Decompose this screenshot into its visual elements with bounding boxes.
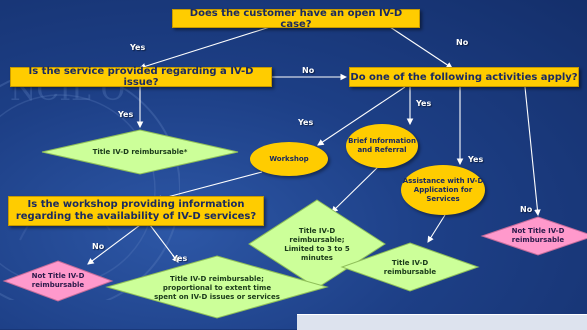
edge-line [331, 164, 381, 213]
decision-diamond-assist-reimbursable [340, 242, 480, 292]
edge-label-no: No [456, 38, 469, 47]
edge-line [87, 224, 141, 265]
edge-line [317, 86, 406, 146]
decision-diamond-reimbursable [41, 129, 239, 175]
activity-brief-referral: Brief Information and Referral [346, 124, 418, 168]
edge-line [427, 214, 446, 243]
edge-line [154, 171, 263, 202]
edge-label-no: No [92, 242, 105, 251]
question-workshop-info: Is the workshop providing information re… [8, 196, 264, 226]
edge-line [149, 224, 179, 263]
question-service-issue: Is the service provided regarding a IV-D… [10, 66, 272, 88]
edge-label-no: No [520, 205, 533, 214]
activity-workshop: Workshop [250, 142, 328, 176]
edge-label-yes: Yes [416, 99, 432, 108]
edge-line [524, 86, 541, 217]
footer-panel [297, 314, 587, 330]
decision-diamond-not-left [2, 260, 114, 302]
edge-label-yes: Yes [130, 43, 146, 52]
edge-line [138, 26, 271, 70]
edge-line [389, 26, 453, 69]
question-activities: Do one of the following activities apply… [349, 67, 579, 87]
edge-label-no: No [302, 66, 315, 75]
activity-assistance: Assistance with IV-D Application for Ser… [401, 165, 485, 215]
edge-label-yes: Yes [468, 155, 484, 164]
decision-diamond-proportional [105, 255, 329, 319]
question-open-case: Does the customer have an open IV-D case… [172, 8, 420, 30]
edge-label-yes: Yes [172, 254, 188, 263]
edge-label-yes: Yes [298, 118, 314, 127]
decision-diamond-not-right [480, 216, 587, 256]
edge-label-yes: Yes [118, 110, 134, 119]
